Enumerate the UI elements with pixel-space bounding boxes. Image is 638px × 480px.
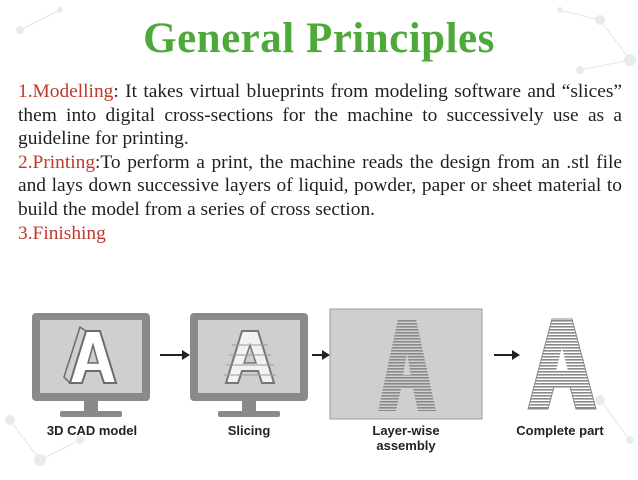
principle-text: :To perform a print, the machine reads t… <box>18 151 622 220</box>
right-arrow-icon <box>312 350 330 360</box>
step-caption-layerwise: Layer-wise assembly <box>372 423 440 453</box>
principle-printing: 2.Printing:To perform a print, the machi… <box>18 151 622 222</box>
process-figure: 3D CAD model Slicing Layer-wise assembly… <box>0 305 638 475</box>
principle-label: 2.Printing <box>18 151 96 173</box>
process-diagram <box>32 308 597 420</box>
principle-label: 1.Modelling <box>18 81 114 102</box>
monitor-sliced-a-icon <box>190 313 308 417</box>
step-caption-complete: Complete part <box>516 423 604 438</box>
monitor-wireframe-a-icon <box>32 313 150 417</box>
slide-title: General Principles <box>143 15 495 62</box>
layered-a-panel-icon <box>329 308 483 420</box>
slide-body: 1.Modelling: It takes virtual blueprints… <box>18 80 622 245</box>
right-arrow-icon <box>494 350 520 360</box>
solid-a-part-icon <box>527 318 597 410</box>
principle-text: : It takes virtual blueprints from model… <box>18 81 622 150</box>
right-arrow-icon <box>160 350 190 360</box>
step-caption-slicing: Slicing <box>227 423 271 438</box>
principle-finishing: 3.Finishing <box>18 222 622 246</box>
principle-modelling: 1.Modelling: It takes virtual blueprints… <box>18 80 622 151</box>
step-caption-cad: 3D CAD model <box>46 423 138 438</box>
principle-label: 3.Finishing <box>18 222 106 244</box>
